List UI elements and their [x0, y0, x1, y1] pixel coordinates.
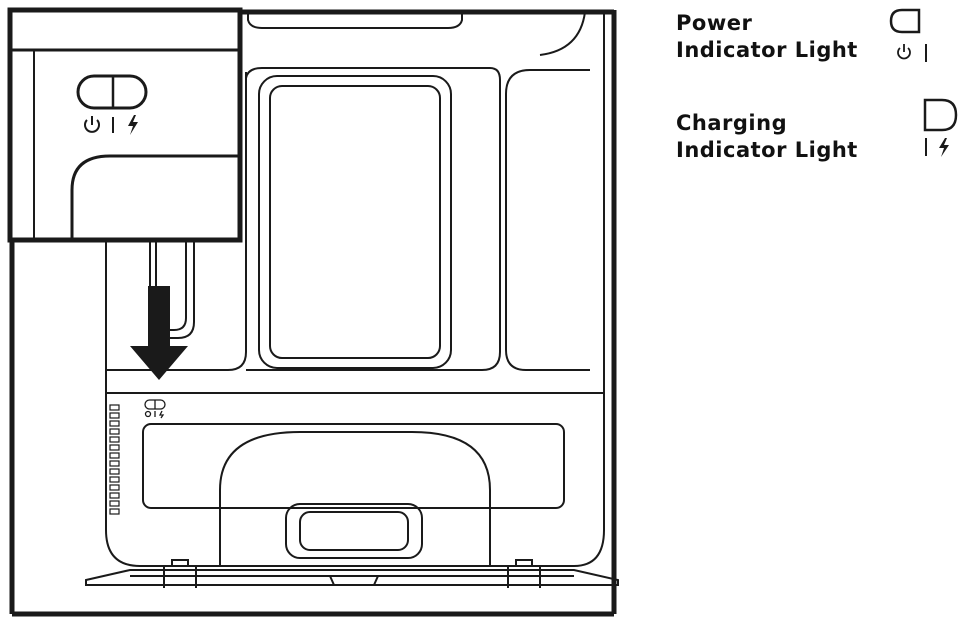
foot-clip-left: [163, 559, 197, 588]
foot-clip-right: [507, 559, 541, 588]
inset-lower-curve: [70, 154, 238, 238]
dock-illustration: [85, 11, 619, 588]
charging-indicator-label: Charging Indicator Light: [676, 110, 858, 164]
base-arch: [219, 431, 491, 566]
power-indicator-label: Power Indicator Light: [676, 10, 858, 64]
lightning-bolt-icon: [128, 115, 138, 135]
vent-slots: [109, 404, 120, 515]
outer-frame: [9, 9, 617, 617]
power-icon: [84, 116, 100, 133]
power-icon: [897, 47, 911, 60]
dock-upper-panel-top: [245, 67, 501, 371]
central-pad-inner: [269, 85, 441, 359]
power-indicator-legend-icon: [889, 8, 927, 62]
foot-notch: [329, 575, 379, 586]
lightning-bolt-icon: [939, 138, 949, 157]
base-slot: [142, 423, 565, 509]
power-indicator-label-line2: Indicator Light: [676, 38, 858, 62]
cable-right: [166, 240, 187, 331]
zoom-inset-frame: [7, 7, 243, 243]
handle-inner: [299, 511, 409, 551]
dock-body: [105, 12, 605, 567]
zoom-inset: [7, 7, 243, 243]
dock-top-notch: [247, 12, 463, 29]
foot-base: [85, 569, 619, 586]
dock-upper-curve: [539, 11, 586, 56]
charging-indicator-legend-icon: [923, 98, 958, 156]
dock-upper-panel: [106, 72, 247, 371]
charging-indicator-label-line2: Indicator Light: [676, 138, 858, 162]
cable-right-2: [166, 240, 195, 339]
dock-indicator-small: [144, 399, 166, 419]
central-pad-outer: [258, 75, 452, 369]
down-arrow-icon: [130, 286, 188, 380]
power-indicator-label-line1: Power: [676, 11, 753, 35]
handle-outer: [285, 503, 423, 559]
right-panel: [505, 69, 590, 371]
charging-indicator-label-line1: Charging: [676, 111, 788, 135]
